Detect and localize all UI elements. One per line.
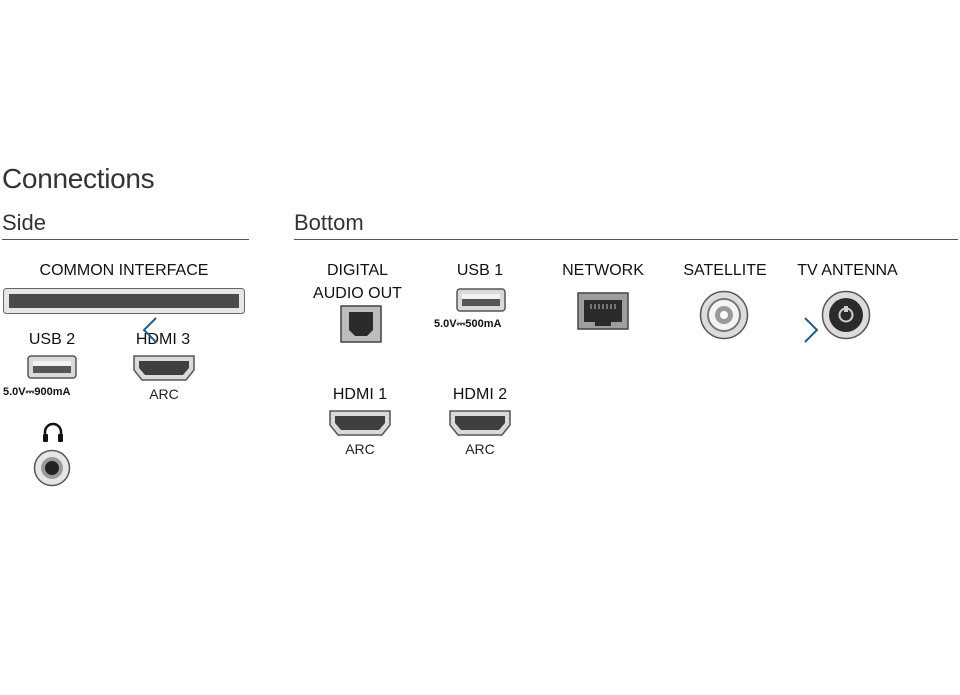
digital-audio-label-line2: AUDIO OUT xyxy=(313,285,402,302)
hdmi-port-icon xyxy=(449,410,511,436)
tv-antenna-label: TV ANTENNA xyxy=(797,262,898,279)
headphone-icon xyxy=(43,422,63,442)
hdmi1-label: HDMI 1 xyxy=(332,386,388,403)
common-interface-slot-icon xyxy=(3,288,245,314)
hdmi-port-icon xyxy=(133,355,195,381)
hdmi2-label: HDMI 2 xyxy=(452,386,508,403)
usb2-label: USB 2 xyxy=(28,331,76,348)
hdmi3-arc-label: ARC xyxy=(149,386,179,402)
hdmi-port-icon xyxy=(329,410,391,436)
usb1-power-spec: 5.0V⎓500mA xyxy=(434,318,502,330)
chevron-right-icon[interactable] xyxy=(801,316,821,344)
network-label: NETWORK xyxy=(562,262,644,279)
chevron-left-icon[interactable] xyxy=(140,316,160,344)
usb-port-icon xyxy=(27,355,77,379)
section-bottom-heading: Bottom xyxy=(294,210,364,235)
usb1-label: USB 1 xyxy=(456,262,504,279)
hdmi1-arc-label: ARC xyxy=(345,441,375,457)
satellite-port-icon xyxy=(699,290,749,340)
satellite-label: SATELLITE xyxy=(683,262,767,279)
section-side-heading: Side xyxy=(2,210,47,235)
ethernet-port-icon xyxy=(577,292,629,330)
page-title: Connections xyxy=(2,163,155,194)
optical-audio-port-icon xyxy=(340,305,382,343)
digital-audio-label-line1: DIGITAL xyxy=(326,262,389,279)
usb2-power-spec: 5.0V⎓900mA xyxy=(3,386,71,398)
bottom-divider xyxy=(294,239,958,240)
common-interface-label: COMMON INTERFACE xyxy=(39,262,209,279)
side-divider xyxy=(2,239,249,240)
usb-port-icon xyxy=(456,288,506,312)
tv-antenna-port-icon xyxy=(821,290,871,340)
hdmi2-arc-label: ARC xyxy=(465,441,495,457)
hdmi3-label: HDMI 3 xyxy=(135,331,191,348)
headphone-jack-icon xyxy=(33,449,71,487)
